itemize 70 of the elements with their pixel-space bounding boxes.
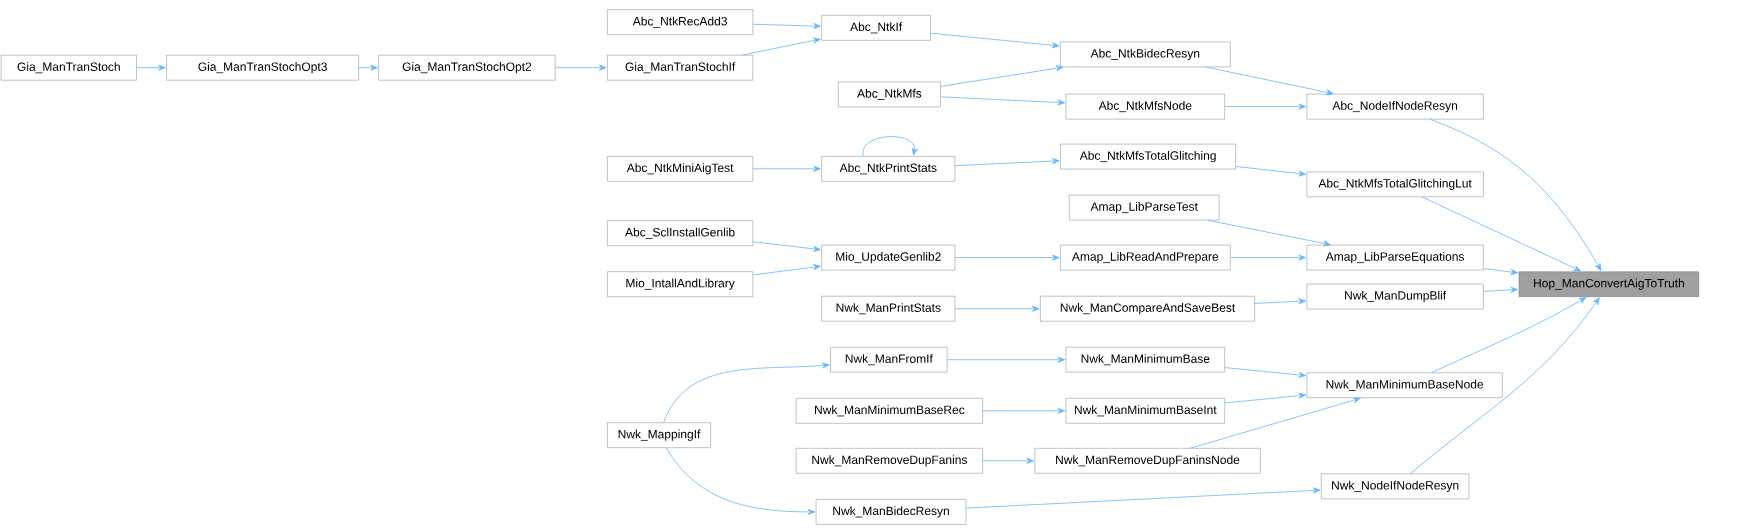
arrow: [940, 96, 1065, 106]
arrow: [862, 136, 918, 157]
function-box: Nwk_NodeIfNodeResyn: [1321, 473, 1470, 499]
arrow: [982, 457, 1034, 464]
function-box: Nwk_ManCompareAndSaveBest: [1040, 296, 1255, 322]
function-box: Abc_NtkPrintStats: [821, 156, 956, 182]
arrow: [954, 254, 1060, 261]
arrow: [742, 37, 821, 56]
arrow: [1254, 298, 1306, 305]
function-box: Nwk_ManMinimumBaseInt: [1065, 398, 1225, 424]
function-box: Nwk_ManBidecResyn: [815, 499, 967, 525]
function-box: Amap_LibParseTest: [1069, 194, 1220, 221]
function-box: Gia_ManTranStochIf: [607, 55, 754, 81]
arrow: [1483, 268, 1519, 276]
function-box: Nwk_ManFromIf: [830, 347, 948, 373]
function-box: Amap_LibParseEquations: [1306, 244, 1484, 271]
function-box: Nwk_ManRemoveDupFanins: [795, 448, 983, 474]
function-box: Abc_NtkMfs: [838, 81, 941, 108]
function-box: Gia_ManTranStochOpt2: [378, 55, 556, 81]
arrow: [1421, 196, 1582, 272]
arrow: [1431, 297, 1587, 373]
arrow: [1224, 103, 1306, 110]
function-box: Abc_NtkMiniAigTest: [607, 156, 754, 182]
function-box: Abc_NtkBidecResyn: [1060, 41, 1231, 68]
arrow: [946, 356, 1065, 363]
function-box: Nwk_MappingIf: [607, 422, 711, 448]
function-box: Nwk_ManPrintStats: [821, 296, 956, 322]
function-box: Abc_NtkIf: [821, 15, 931, 41]
arrow: [1230, 254, 1306, 261]
arrow: [136, 64, 166, 71]
function-box: Abc_NtkRecAdd3: [607, 9, 754, 35]
arrow: [752, 23, 821, 29]
arrow: [965, 487, 1321, 509]
arrow: [752, 241, 821, 252]
function-box: Mio_IntallAndLibrary: [607, 271, 754, 297]
function-box: Nwk_ManMinimumBase: [1065, 347, 1225, 373]
function-box: Hop_ManConvertAigToTruth: [1518, 271, 1700, 297]
arrow: [1224, 392, 1306, 404]
arrow: [663, 362, 830, 423]
function-box: Mio_UpdateGenlib2: [821, 244, 956, 271]
function-box: Nwk_ManMinimumBaseNode: [1306, 372, 1503, 398]
function-box: Abc_NtkMfsNode: [1065, 93, 1225, 120]
arrow: [1205, 66, 1334, 96]
arrow: [940, 65, 1064, 87]
arrow: [1190, 397, 1361, 449]
function-box: Abc_SclInstallGenlib: [607, 220, 754, 246]
arrow: [930, 32, 1060, 49]
arrow: [1207, 219, 1331, 247]
arrow: [752, 165, 821, 172]
arrow: [752, 264, 821, 276]
arrow: [1224, 367, 1306, 378]
arrow: [954, 305, 1040, 312]
arrow: [358, 64, 378, 71]
function-box: Nwk_ManMinimumBaseRec: [795, 398, 983, 424]
function-box: Nwk_ManDumpBlif: [1306, 283, 1484, 310]
arrow: [1235, 166, 1306, 177]
function-box: Abc_NtkMfsTotalGlitchingLut: [1306, 171, 1484, 197]
arrow: [665, 447, 816, 515]
function-box: Gia_ManTranStoch: [0, 55, 137, 81]
arrow: [1409, 297, 1600, 474]
arrow: [982, 407, 1065, 414]
function-box: Amap_LibReadAndPrepare: [1060, 244, 1231, 271]
arrow: [954, 158, 1060, 167]
arrow: [554, 64, 607, 71]
function-box: Gia_ManTranStochOpt3: [166, 55, 359, 81]
arrow: [1483, 286, 1519, 293]
function-box: Abc_NodeIfNodeResyn: [1306, 93, 1484, 120]
function-box: Nwk_ManRemoveDupFaninsNode: [1034, 448, 1261, 474]
function-box: Abc_NtkMfsTotalGlitching: [1060, 143, 1236, 170]
arrow: [1429, 118, 1602, 271]
